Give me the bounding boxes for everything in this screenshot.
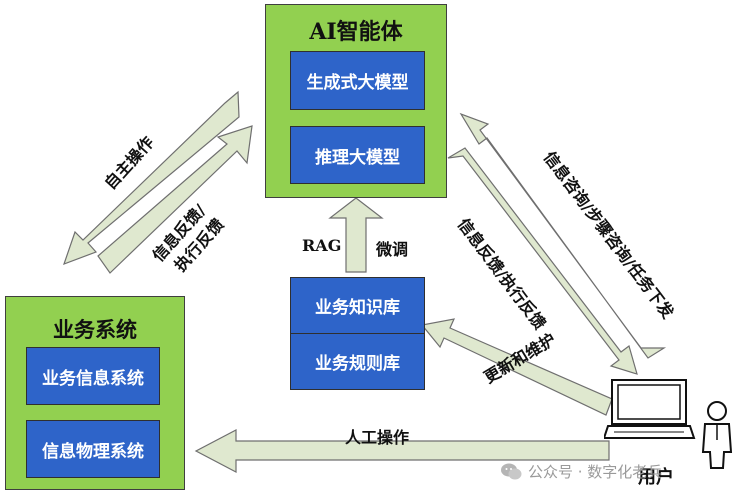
reasoning-model-box: 推理大模型	[290, 126, 425, 184]
user-icon	[701, 401, 733, 469]
user-label: 用户	[638, 467, 674, 488]
ai-agent-title: AI智能体	[309, 19, 403, 45]
business-rules-box: 业务规则库	[290, 333, 425, 390]
cps-box: 信息物理系统	[26, 420, 160, 478]
arrow-autonomous	[63, 90, 240, 266]
label-finetune: 微调	[376, 240, 409, 259]
business-knowledge-box: 业务知识库	[290, 277, 425, 334]
arrow-feedback-to-agent	[97, 125, 253, 274]
arrow-feedback-to-user	[447, 147, 638, 375]
arrow-manual	[194, 429, 610, 473]
laptop-icon	[604, 379, 696, 439]
business-info-system-box: 业务信息系统	[26, 347, 160, 405]
arrow-update	[420, 318, 613, 416]
generative-model-box: 生成式大模型	[290, 51, 425, 110]
label-manual: 人工操作	[345, 428, 410, 447]
watermark-text: 公众号 · 数字化老兵	[528, 463, 663, 481]
arrow-query-to-agent	[459, 112, 667, 359]
wechat-icon	[501, 463, 522, 479]
arrow-rag-finetune	[328, 197, 384, 273]
label-rag: RAG	[302, 236, 342, 255]
business-system-title: 业务系统	[53, 317, 137, 342]
watermark: 公众号 · 数字化老兵	[500, 461, 662, 482]
